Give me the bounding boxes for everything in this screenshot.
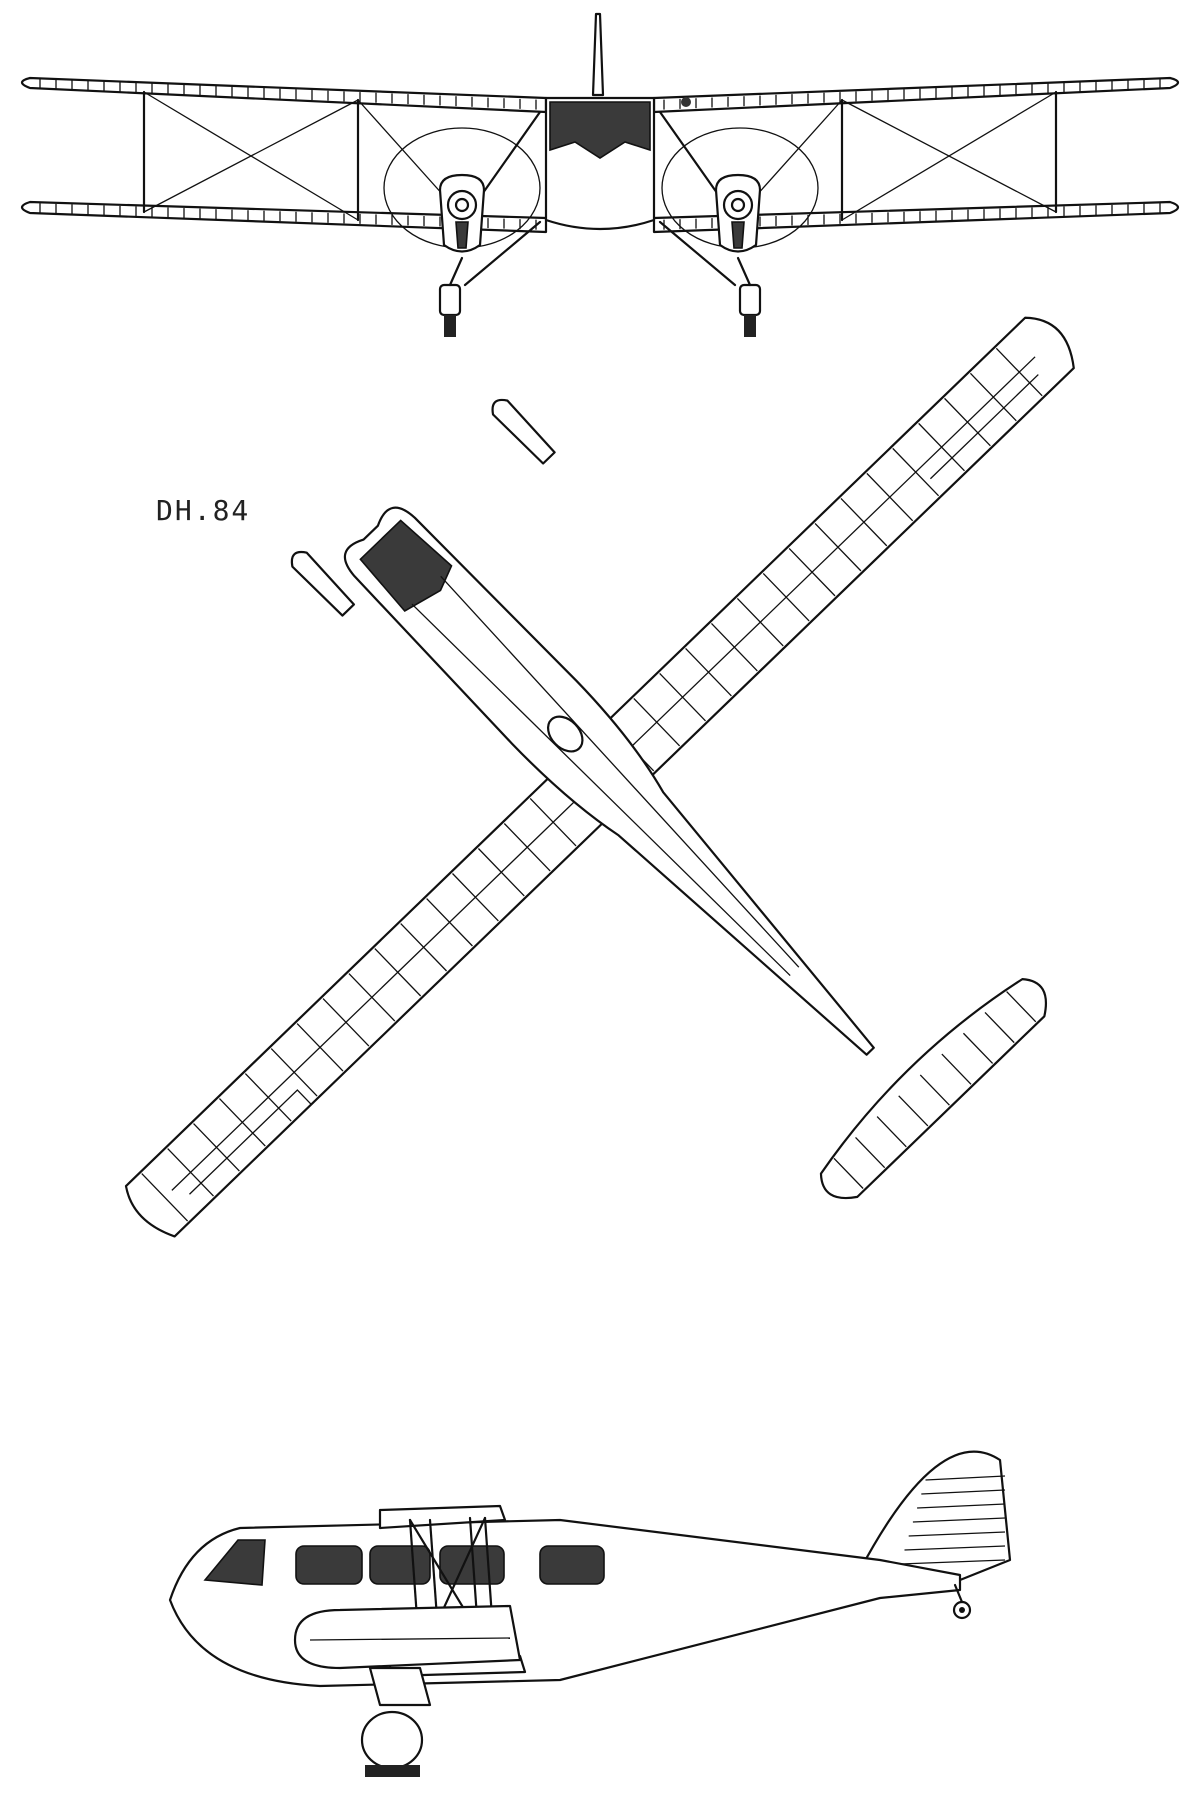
- side-fuselage: [168, 1518, 962, 1688]
- upper-wing-right: [652, 76, 1180, 114]
- right-engine: [714, 173, 762, 337]
- lower-wing-right: [652, 200, 1180, 234]
- cockpit-glazing: [203, 1539, 266, 1586]
- windscreen: [549, 101, 651, 159]
- drawing-title: DH.84: [156, 494, 250, 527]
- side-view: [168, 1450, 1012, 1777]
- top-fuselage: [343, 506, 875, 1056]
- front-view: [20, 12, 1180, 337]
- top-view: [124, 316, 1075, 1238]
- upper-wing-left: [20, 76, 548, 114]
- left-engine: [438, 173, 486, 337]
- lower-wing-left: [20, 200, 548, 234]
